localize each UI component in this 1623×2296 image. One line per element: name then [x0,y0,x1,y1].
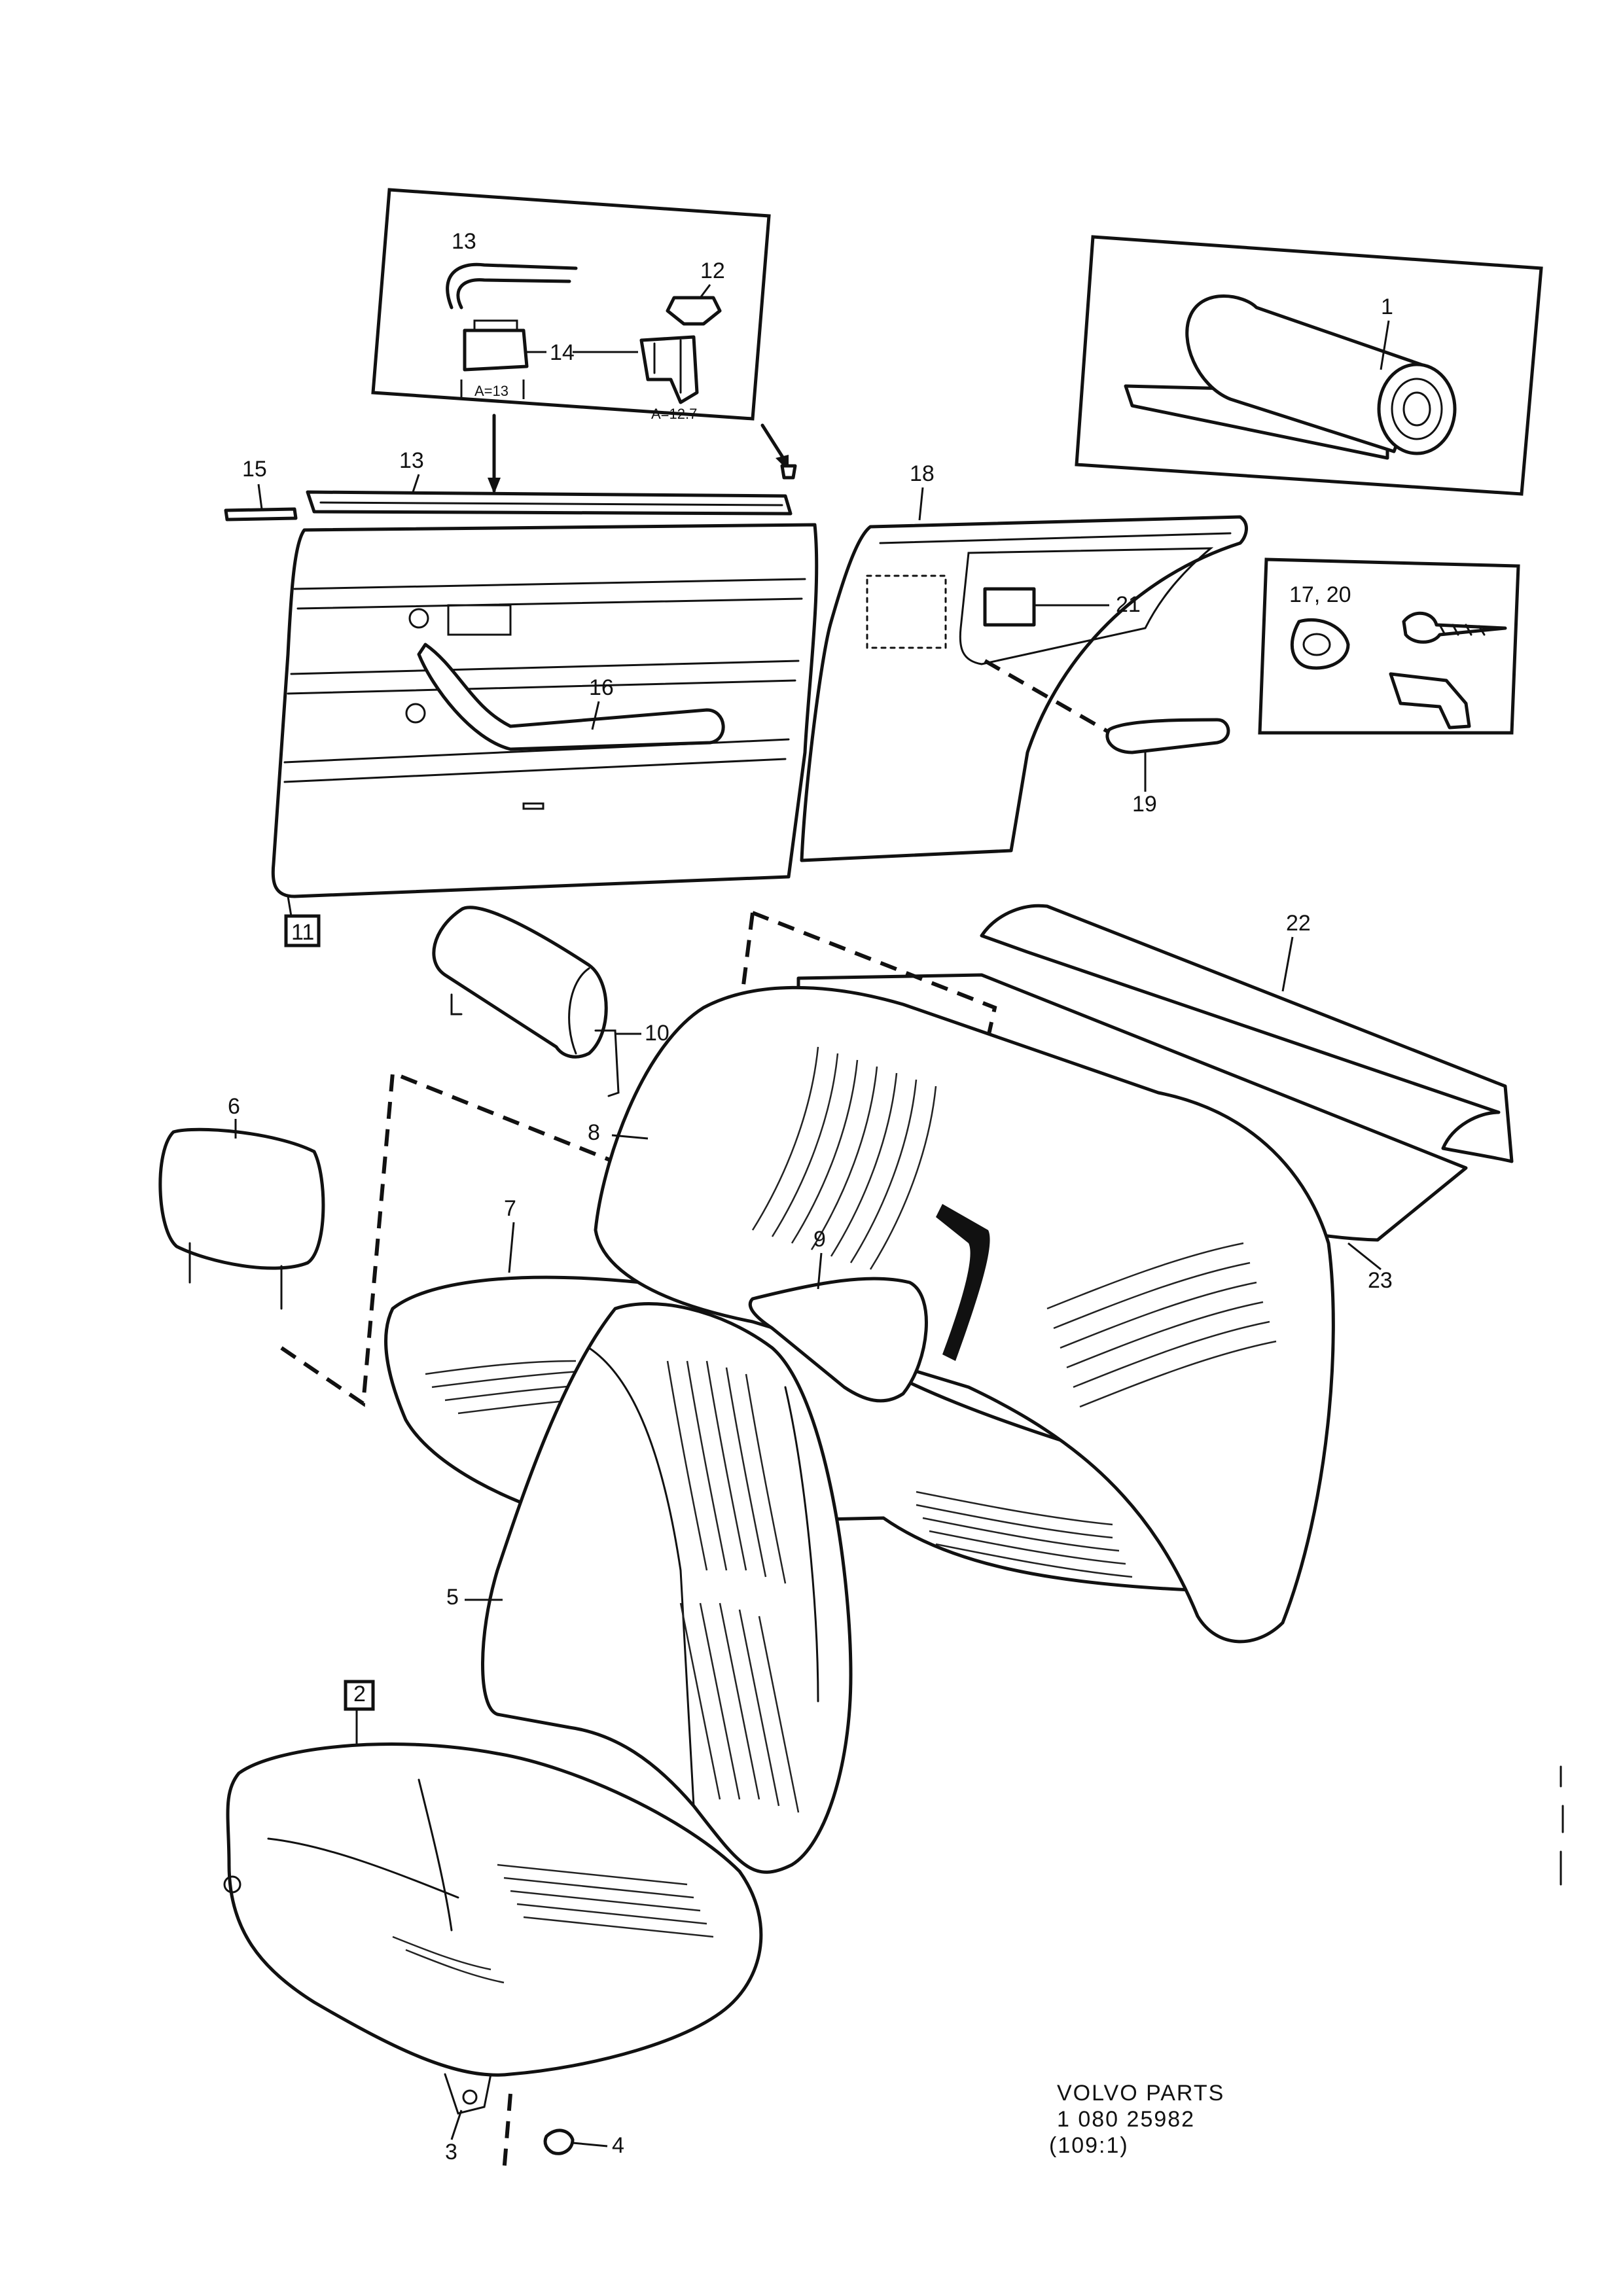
callout-13: 13 [399,448,424,473]
callout-9: 9 [813,1227,826,1252]
front-door-panel: 15 13 16 11 [224,448,819,947]
callout-6: 6 [228,1094,240,1119]
callout-7: 7 [504,1196,516,1221]
center-armrest: 9 [748,1227,928,1403]
rear-seat-backrest: 8 [588,985,1335,1644]
scan-artifact [1560,1765,1564,1886]
callout-15: 15 [242,457,267,482]
callout-21: 21 [1116,592,1141,617]
callout-2: 2 [353,1682,366,1706]
callout-1: 1 [1381,294,1393,319]
callout-13-inset: 13 [452,229,476,254]
callout-19: 19 [1132,792,1157,817]
stamp-line3: (109:1) [1049,2133,1129,2158]
callout-17-20: 17, 20 [1289,582,1351,607]
inset-clips: 13 12 A=13 14 A=12.7 [371,188,771,422]
callout-3: 3 [445,2140,457,2164]
callout-8: 8 [588,1120,600,1145]
callout-18: 18 [910,461,935,486]
callout-11: 11 [291,920,314,945]
callout-22: 22 [1286,911,1311,936]
front-seat-backrest: 5 [446,1302,853,1874]
rear-headrest: 10 [432,906,669,1097]
dim-a13: A=13 [474,383,508,399]
stamp-line2: 1 080 25982 [1057,2107,1195,2132]
dim-a127: A=12.7 [651,406,697,422]
rear-side-panel: 21 18 19 [800,461,1248,862]
catalogue-stamp: VOLVO PARTS 1 080 25982 (109:1) [1049,2081,1224,2158]
inset-fasteners: 17, 20 [1258,557,1520,735]
inset-roll: 1 [1075,235,1543,496]
callout-14: 14 [550,340,575,365]
callout-12: 12 [700,258,725,283]
callout-16: 16 [589,675,614,700]
front-seat-cushion: 2 [223,1680,763,2115]
callout-10: 10 [645,1021,669,1046]
callout-4: 4 [612,2133,624,2158]
callout-23: 23 [1368,1268,1393,1293]
stamp-line1: VOLVO PARTS [1057,2081,1224,2106]
callout-5: 5 [446,1585,459,1610]
front-headrest: 6 [158,1094,325,1310]
